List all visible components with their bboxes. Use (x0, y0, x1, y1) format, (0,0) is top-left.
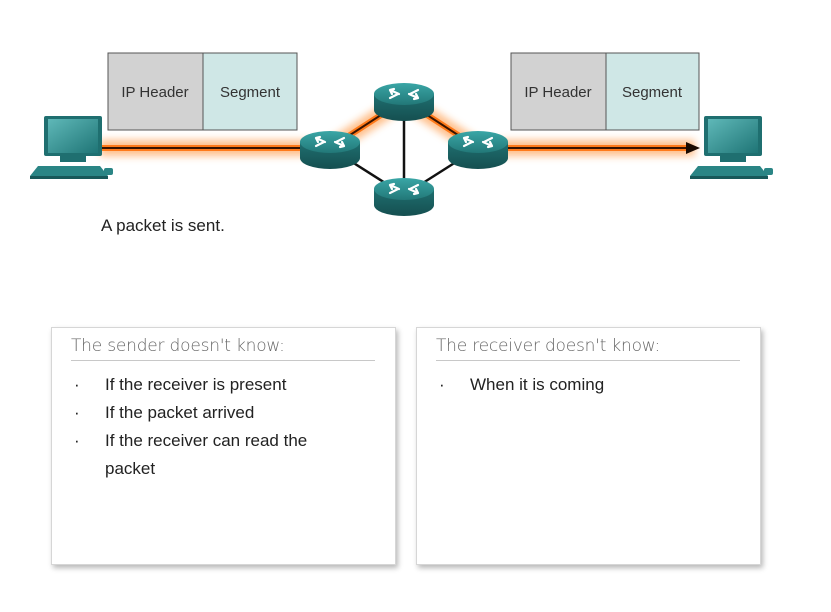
list-item: · When it is coming (417, 371, 760, 399)
router-icon-top (374, 83, 434, 121)
left-packet: IP Header Segment (107, 52, 298, 131)
receiver-panel-title: The receiver doesn't know: (436, 336, 740, 361)
right-packet-header-label: IP Header (524, 84, 591, 101)
bullet: · (74, 431, 80, 450)
sender-panel: The sender doesn't know: · If the receive… (51, 327, 396, 565)
bullet: · (74, 375, 80, 394)
diagram-caption: A packet is sent. (101, 216, 225, 235)
list-item-text: When it is coming (470, 375, 605, 394)
list-item-text: If the receiver can read the packet (105, 431, 308, 478)
bullet: · (74, 403, 80, 422)
bullet: · (439, 375, 445, 394)
receiver-panel: The receiver doesn't know: · When it is c… (416, 327, 761, 565)
left-packet-header-label: IP Header (121, 84, 188, 101)
list-item: · If the packet arrived (52, 399, 395, 427)
receiver-list: · When it is coming (417, 371, 760, 399)
router-icon-right (448, 131, 508, 169)
sender-panel-title: The sender doesn't know: (71, 336, 375, 361)
receiver-computer-icon (690, 116, 773, 179)
left-packet-segment-label: Segment (220, 84, 281, 101)
sender-list: · If the receiver is present · If the pack… (52, 371, 395, 483)
right-packet-segment-label: Segment (622, 84, 683, 101)
right-packet: IP Header Segment (510, 52, 700, 131)
list-item: · If the receiver can read the packet (52, 427, 395, 483)
router-icon-bottom (374, 178, 434, 216)
list-item-text: If the packet arrived (105, 403, 255, 422)
list-item-text: If the receiver is present (105, 375, 287, 394)
router-icon-left (300, 131, 360, 169)
sender-computer-icon (30, 116, 113, 179)
list-item: · If the receiver is present (52, 371, 395, 399)
network-diagram: IP Header Segment IP Header Segment (30, 52, 773, 216)
path-arrowhead (686, 142, 700, 154)
